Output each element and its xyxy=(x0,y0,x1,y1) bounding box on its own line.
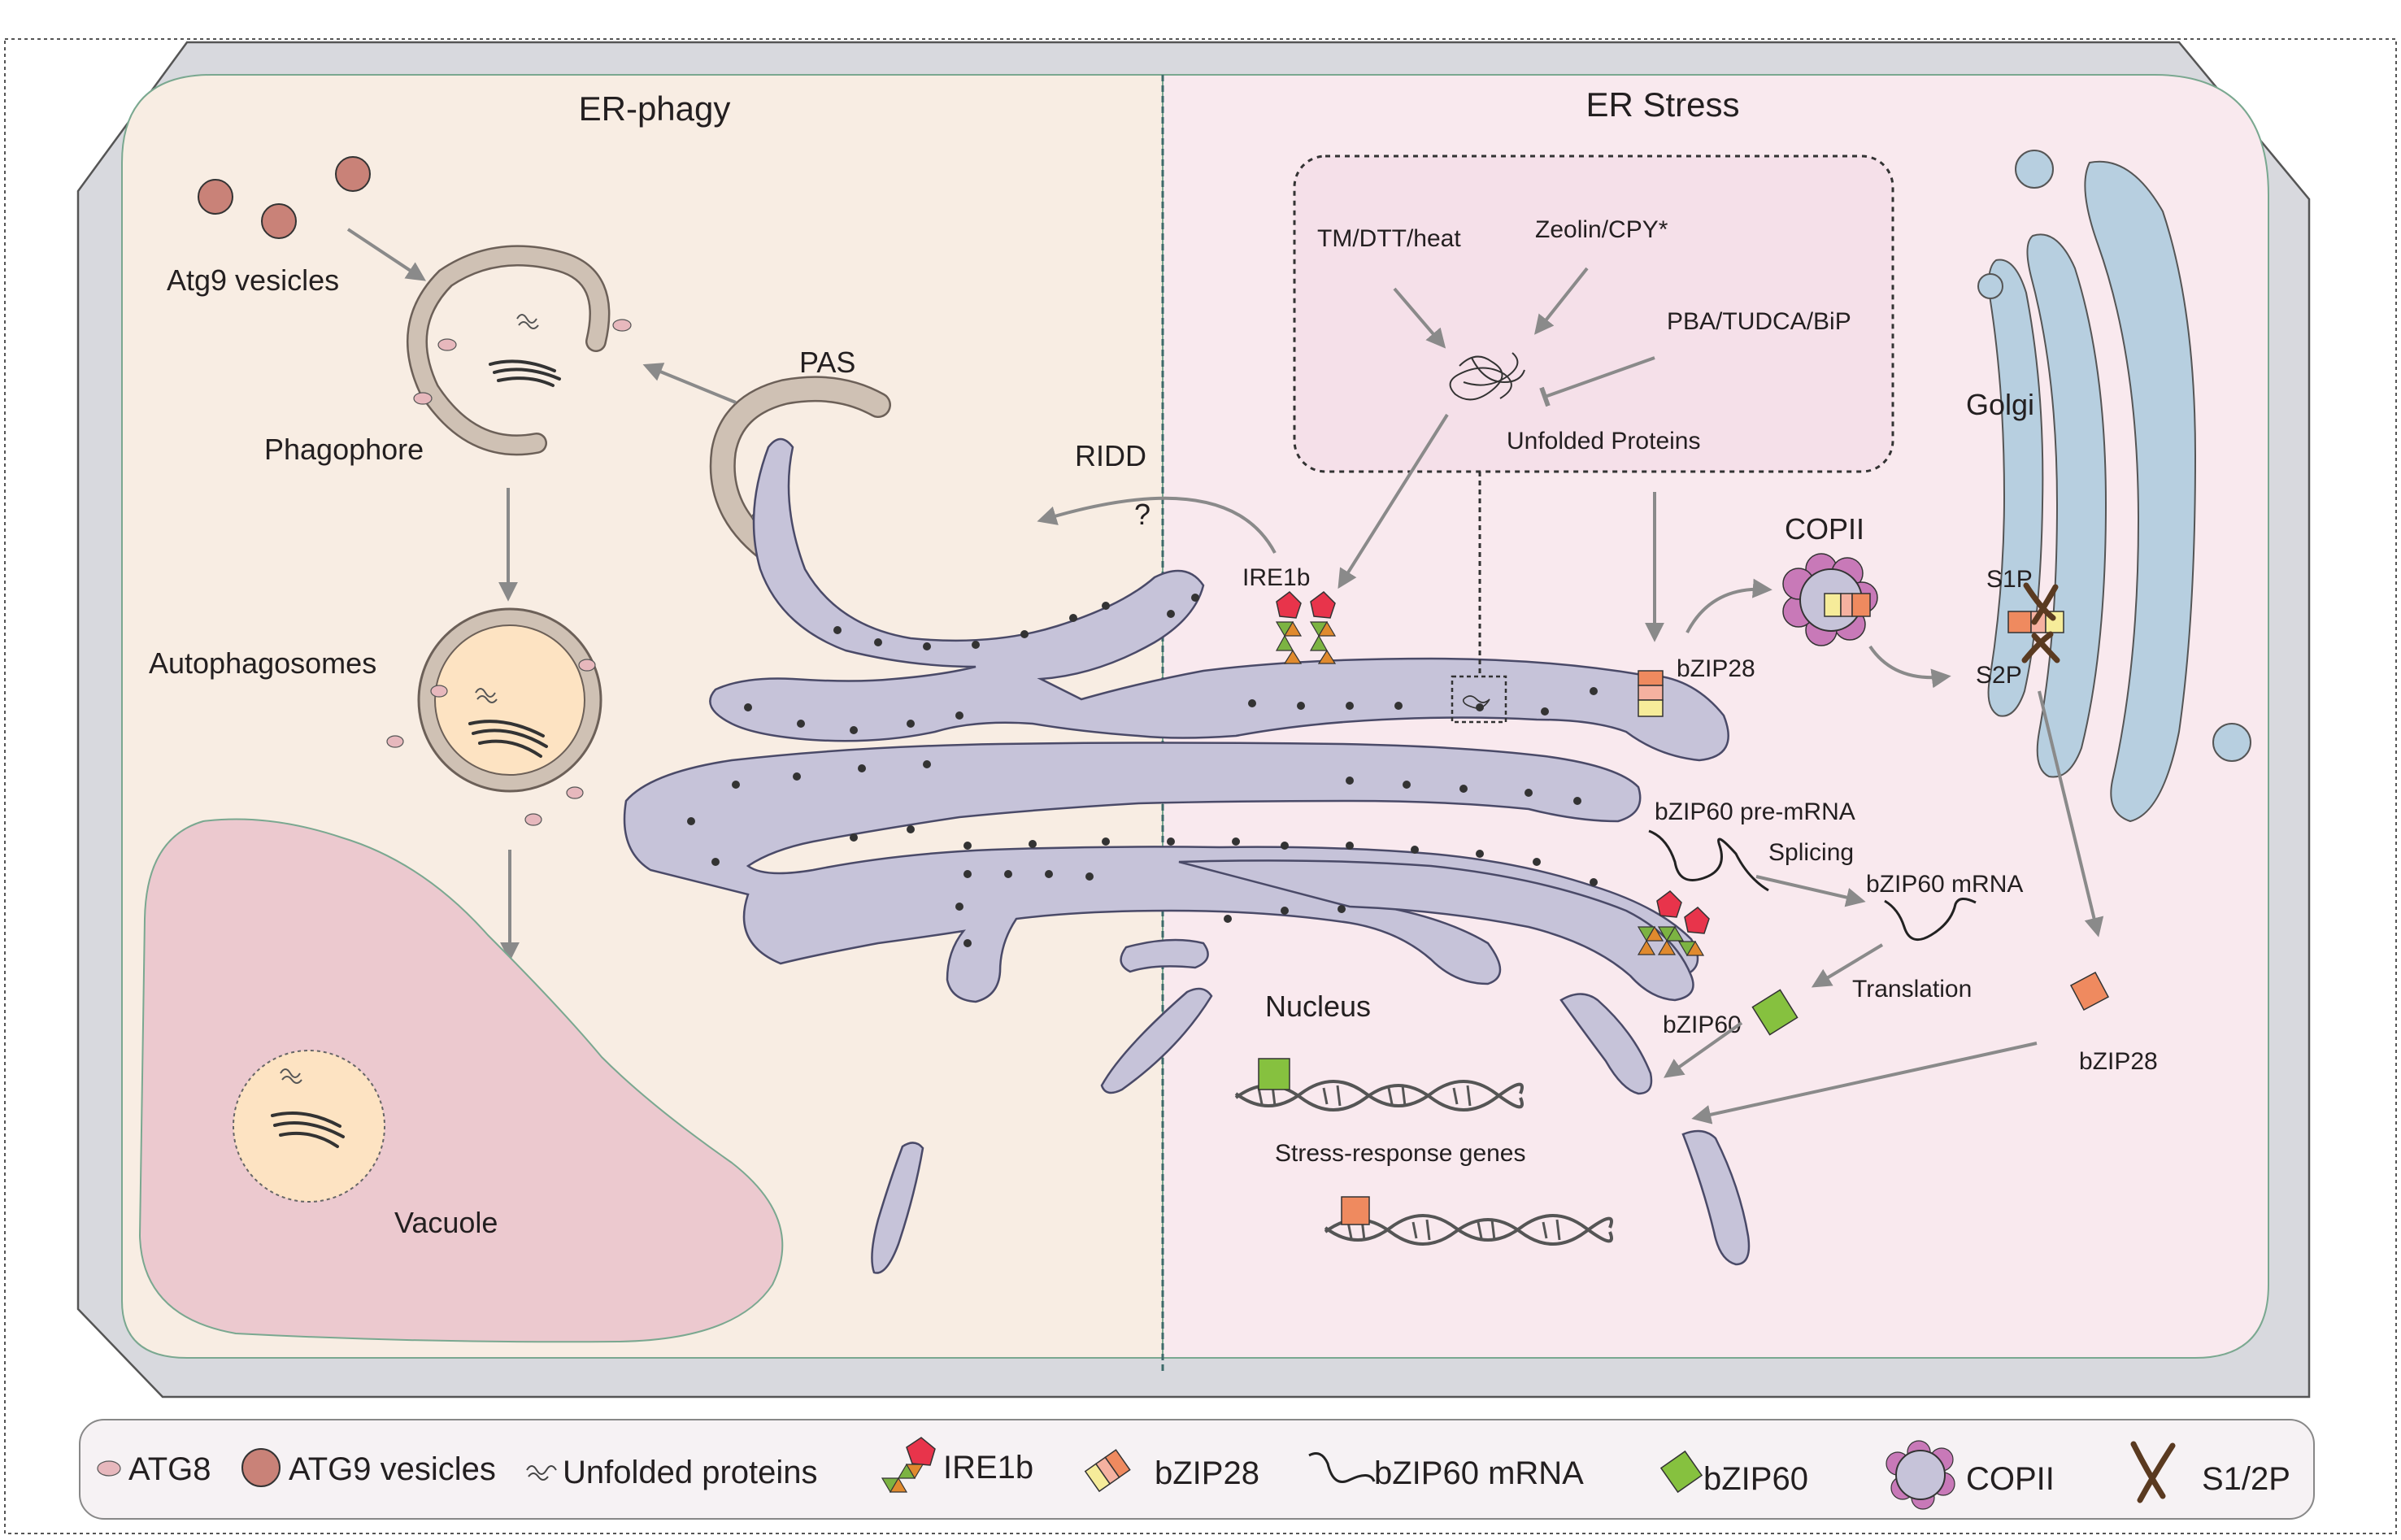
vacuole-autophagic-body xyxy=(233,1050,385,1203)
arrow-bzip28-to-nucleus xyxy=(1691,1042,2038,1125)
legend-mrna: bZIP60 mRNA xyxy=(1308,1452,1584,1491)
ribosomes xyxy=(687,594,1598,947)
stress-response-genes-label: Stress-response genes xyxy=(1275,1140,1526,1167)
bzip28-free-label: bZIP28 xyxy=(2079,1048,2158,1075)
legend-copii: COPII xyxy=(1886,1440,2055,1510)
legend-label-atg9: ATG9 vesicles xyxy=(289,1451,496,1487)
bzip28-on-er xyxy=(1638,670,1664,717)
autophagosomes-label: Autophagosomes xyxy=(149,646,376,680)
bzip60-mrna-label: bZIP60 mRNA xyxy=(1866,871,2023,898)
legend-label-ire1b: IRE1b xyxy=(943,1450,1033,1486)
unfolded-proteins-box-label: Unfolded Proteins xyxy=(1507,428,1700,455)
arrow-copii-to-golgi xyxy=(1868,645,1951,689)
arrow-splicing xyxy=(1755,875,1866,907)
legend-label-bzip60: bZIP60 xyxy=(1703,1461,1808,1497)
bzip60-protein xyxy=(1751,989,1799,1036)
unfolded-proteins-tangle xyxy=(1449,352,1525,401)
ire1b-icon xyxy=(881,1437,936,1494)
vacuole xyxy=(138,818,784,1343)
ire1b-splicing-complex xyxy=(1637,890,1710,957)
ire1b-label: IRE1b xyxy=(1242,564,1310,591)
copii-label: COPII xyxy=(1785,512,1864,546)
zeolin-cpy-label: Zeolin/CPY* xyxy=(1535,216,1668,243)
legend-bzip28: bZIP28 xyxy=(1084,1449,1259,1493)
dna-upper xyxy=(1234,1080,1524,1111)
arrow-translation xyxy=(1811,943,1884,988)
atg9-vesicles-label: Atg9 vesicles xyxy=(167,263,339,297)
pas-label: PAS xyxy=(799,346,855,379)
legend-label-atg8: ATG8 xyxy=(128,1451,211,1487)
arrow-golgi-to-bzip28 xyxy=(2038,690,2104,937)
golgi-apparatus xyxy=(1977,150,2251,823)
atg9-vesicles-group xyxy=(198,156,371,239)
bzip60-bound-dna xyxy=(1258,1058,1290,1090)
copii-vesicle xyxy=(1782,553,1878,646)
pba-tudca-bip-label: PBA/TUDCA/BiP xyxy=(1667,308,1851,335)
arrow-bzip28-to-copii xyxy=(1685,578,1772,633)
inhibit-pba-to-unfolded xyxy=(1539,356,1655,407)
arrow-bzip60-to-nucleus xyxy=(1664,1021,1743,1078)
nucleus-label: Nucleus xyxy=(1265,990,1371,1023)
er-phagy-title: ER-phagy xyxy=(579,89,731,128)
legend-bzip60: bZIP60 xyxy=(1659,1450,1808,1497)
er-unfolded-protein xyxy=(1462,695,1490,709)
unfolded-protein-box xyxy=(1293,154,1894,473)
ridd-arrow xyxy=(1037,496,1277,554)
atg8-icon xyxy=(97,1460,121,1477)
bzip28-cleaved xyxy=(2069,971,2110,1011)
phagophore xyxy=(406,245,632,456)
legend-label-copii: COPII xyxy=(1966,1461,2055,1497)
bzip60-pre-mrna-label: bZIP60 pre-mRNA xyxy=(1655,798,1855,825)
arrow-pas-to-phagophore xyxy=(642,363,737,404)
bzip28-bound-dna xyxy=(1341,1196,1370,1225)
golgi-label: Golgi xyxy=(1966,388,2034,421)
bzip60-mrna-strand xyxy=(1884,898,1977,942)
arrow-unfolded-to-ire1b xyxy=(1338,413,1449,589)
phagophore-label: Phagophore xyxy=(264,433,424,466)
bzip60-label: bZIP60 xyxy=(1663,1011,1742,1038)
s12p-icon xyxy=(2130,1441,2176,1503)
ridd-label: RIDD xyxy=(1075,439,1146,472)
copii-icon xyxy=(1886,1440,1955,1510)
bzip60-pre-mrna-strand xyxy=(1648,829,1769,892)
legend-ire1b: IRE1b xyxy=(881,1437,1033,1494)
s2p-label: S2P xyxy=(1976,662,2022,689)
unfolded-protein-icon xyxy=(526,1465,557,1481)
legend-atg8: ATG8 xyxy=(97,1451,211,1487)
ire1b-dimer xyxy=(1275,591,1337,664)
er-stress-title: ER Stress xyxy=(1585,85,1739,124)
s1p-s2p-on-golgi xyxy=(2007,582,2064,663)
legend-s12p: S1/2P xyxy=(2130,1441,2290,1503)
er-network xyxy=(623,437,1751,1274)
legend-label-s12p: S1/2P xyxy=(2202,1461,2290,1497)
ridd-question-label: ? xyxy=(1134,498,1150,531)
splicing-label: Splicing xyxy=(1768,839,1854,866)
arrow-tm-to-unfolded xyxy=(1393,287,1446,349)
arrow-zeolin-to-unfolded xyxy=(1534,267,1589,335)
vacuole-label: Vacuole xyxy=(394,1206,498,1239)
bzip28-er-label: bZIP28 xyxy=(1677,655,1755,682)
zoom-box xyxy=(1451,675,1507,724)
tm-dtt-heat-label: TM/DTT/heat xyxy=(1317,225,1461,252)
arrow-atg9-to-phagophore xyxy=(346,228,427,281)
legend-box xyxy=(79,1419,2315,1520)
legend-label-unfolded: Unfolded proteins xyxy=(563,1455,818,1490)
outer-frame xyxy=(4,38,2397,1534)
translation-label: Translation xyxy=(1852,976,1972,1003)
bzip28-icon xyxy=(1084,1449,1131,1493)
mrna-icon xyxy=(1308,1452,1376,1483)
bzip60-icon xyxy=(1659,1450,1703,1494)
legend-unfolded: Unfolded proteins xyxy=(526,1455,818,1490)
autophagosome xyxy=(386,607,602,826)
legend-label-mrna: bZIP60 mRNA xyxy=(1374,1455,1584,1491)
legend-label-bzip28: bZIP28 xyxy=(1155,1455,1259,1491)
atg9-vesicle-icon xyxy=(241,1448,281,1487)
legend-atg9: ATG9 vesicles xyxy=(241,1448,496,1487)
